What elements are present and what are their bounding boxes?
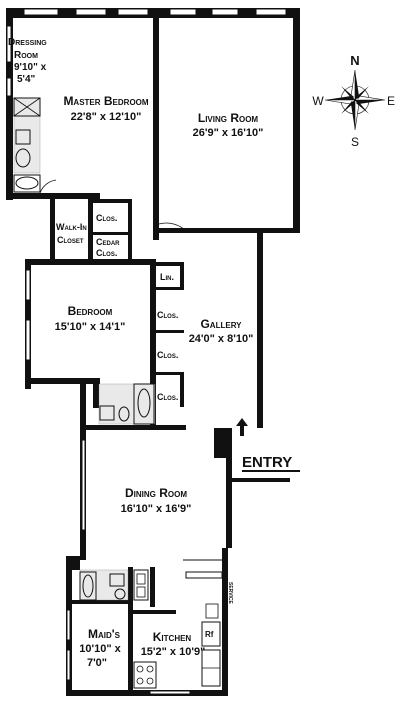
living-room-dims: 26'9" x 16'10" <box>193 127 264 139</box>
linen-closet-label: Lin. <box>160 272 174 282</box>
closet-label-gallery-1: Clos. <box>157 310 178 320</box>
kitchen-fixtures <box>133 569 223 689</box>
maids-room-dims-2: 7'0" <box>87 657 107 669</box>
dressing-room-dims-2: 5'4" <box>17 74 36 85</box>
kitchen-dims: 15'2" x 10'9" <box>141 646 206 658</box>
bedroom-bath-fixtures <box>98 383 156 425</box>
walk-in-closet-name-2: Closet <box>57 235 84 245</box>
windows <box>6 8 287 695</box>
door-swings <box>39 179 222 561</box>
dressing-room-dims-1: 9'10" x <box>14 62 47 73</box>
kitchen-name: Kitchen <box>153 630 192 644</box>
gallery-name: Gallery <box>200 317 242 331</box>
master-bedroom-dims: 22'8" x 12'10" <box>71 111 142 123</box>
cedar-closet-name-2: Clos. <box>96 248 117 258</box>
dressing-room-name-2: Room <box>14 50 38 61</box>
living-room-name: Living Room <box>198 111 259 125</box>
refrigerator-label: Rf <box>205 630 214 639</box>
compass-south: S <box>351 135 359 149</box>
dining-room-name: Dining Room <box>125 486 187 500</box>
closet-label-top: Clos. <box>96 213 117 223</box>
bedroom-dims: 15'10" x 14'1" <box>55 321 126 333</box>
closet-label-gallery-3: Clos. <box>157 392 178 402</box>
dressing-room-name-1: Dressing <box>8 37 47 48</box>
master-bath-fixtures <box>13 97 41 193</box>
compass-rose-icon <box>324 69 386 131</box>
walk-in-closet-name-1: Walk-In <box>56 222 87 232</box>
compass-west: W <box>312 94 324 108</box>
master-bedroom-name: Master Bedroom <box>63 94 148 108</box>
compass-north: N <box>350 53 359 68</box>
compass-east: E <box>387 94 395 108</box>
service-label: SERVICE <box>227 582 233 605</box>
dining-room-dims: 16'10" x 16'9" <box>121 503 192 515</box>
entry-marker: ENTRY <box>236 418 300 472</box>
maids-room-name: Maid's <box>88 627 121 641</box>
entry-label: ENTRY <box>242 454 292 471</box>
maids-room-dims-1: 10'10" x <box>79 643 121 655</box>
closet-label-gallery-2: Clos. <box>157 350 178 360</box>
cedar-closet-name-1: Cedar <box>96 237 120 247</box>
gallery-dims: 24'0" x 8'10" <box>189 333 254 345</box>
entry-arrow-icon <box>236 418 248 436</box>
bedroom-name: Bedroom <box>68 304 113 318</box>
maid-bath-fixtures <box>79 569 129 601</box>
room-labels: Dressing Room 9'10" x 5'4" Master Bedroo… <box>8 37 263 669</box>
